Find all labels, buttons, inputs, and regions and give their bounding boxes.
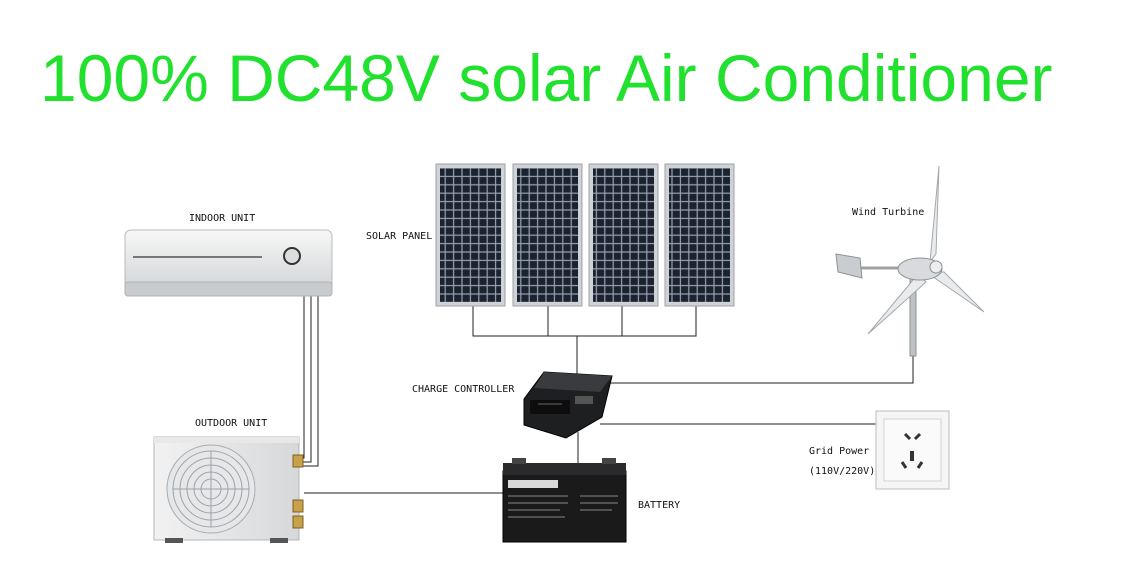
grid-power-socket (875, 410, 950, 490)
label-solar-panel: SOLAR PANEL (366, 231, 433, 242)
outdoor-unit (153, 436, 304, 543)
solar-panel-3 (588, 163, 659, 307)
label-indoor-unit: INDOOR UNIT (189, 213, 256, 224)
wire-panel-bus (472, 305, 697, 337)
page-title: 100% DC48V solar Air Conditioner (40, 41, 1053, 115)
wire-indoor-outdoor-a (296, 290, 305, 459)
wiring (296, 290, 914, 494)
label-grid-voltage: (110V/220V) (809, 466, 876, 477)
indoor-display-icon (283, 247, 301, 265)
solar-panel-2 (512, 163, 583, 307)
label-grid-power: Grid Power (809, 446, 870, 457)
charge-controller (523, 371, 613, 439)
wire-turbine-to-controller (600, 352, 914, 384)
solar-panel-4 (664, 163, 735, 307)
battery (502, 458, 627, 543)
solar-panel-1 (435, 163, 506, 307)
label-wind-turbine: Wind Turbine (852, 207, 925, 218)
label-outdoor-unit: OUTDOOR UNIT (195, 418, 268, 429)
wind-turbine (835, 165, 985, 357)
label-battery: BATTERY (638, 500, 681, 511)
label-charge-controller: CHARGE CONTROLLER (412, 384, 515, 395)
indoor-unit (124, 229, 333, 297)
